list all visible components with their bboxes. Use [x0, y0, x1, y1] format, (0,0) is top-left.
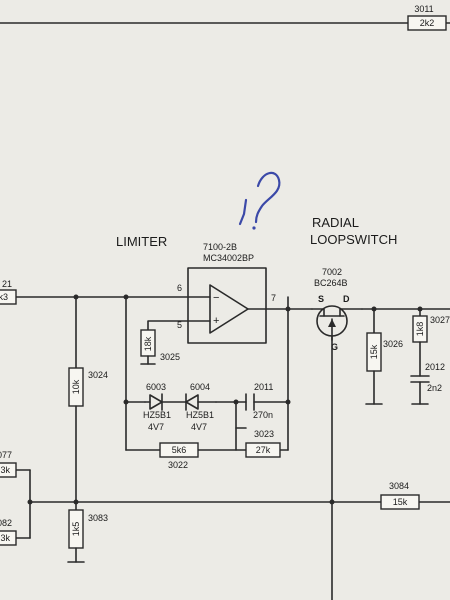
resistor-3011: 2k2 3011 — [407, 4, 447, 31]
pin-7-label: 7 — [271, 293, 276, 303]
diode-6004-type: HZ5B1 — [186, 410, 214, 420]
resistor-3025: 18k 3025 — [140, 320, 211, 365]
resistor-3084-ref: 3084 — [389, 481, 409, 491]
diode-6003-ref: 6003 — [146, 382, 166, 392]
diode-6004-voltage: 4V7 — [191, 422, 207, 432]
resistor-3084-value: 15k — [393, 497, 408, 507]
resistor-3024-label: 3024 — [88, 370, 108, 380]
resistor-3022-ref: 3022 — [168, 460, 188, 470]
resistor-3027: 1k8 3027 — [412, 308, 450, 377]
resistor-left-mid-value: 3k — [0, 465, 10, 475]
resistor-3084: 15k 3084 — [380, 481, 420, 510]
fet-source-label: S — [318, 294, 324, 304]
left-bus — [15, 469, 33, 539]
diode-6004-ref: 6004 — [190, 382, 210, 392]
resistor-left-mid: 3k 077 — [0, 450, 17, 478]
fet-7002: 7002 BC264B S D G — [311, 267, 363, 600]
resistor-left-mid-ref: 077 — [0, 450, 12, 460]
resistor-3026-value: 15k — [369, 344, 379, 359]
resistor-3023: 27k 3023 — [245, 429, 281, 458]
opamp-minus: − — [213, 292, 219, 304]
feedback-wires — [123, 296, 291, 451]
fet-gate-label: G — [331, 342, 338, 352]
fet-drain-label: D — [343, 294, 350, 304]
handwritten-question-mark — [238, 171, 281, 230]
radial-title-line2: LOOPSWITCH — [310, 232, 397, 247]
capacitor-2011: 2011 270n — [245, 382, 273, 420]
resistor-3022-value: 5k6 — [172, 445, 187, 455]
resistor-3083-ref: 3083 — [88, 513, 108, 523]
opamp-output-wire — [247, 306, 313, 312]
capacitor-2012-value: 2n2 — [427, 383, 442, 393]
input-wire — [15, 294, 211, 300]
resistor-3022: 5k6 3022 — [159, 442, 199, 470]
fet-7002-ref: 7002 — [322, 267, 342, 277]
pin-5-label: 5 — [177, 320, 182, 330]
resistor-3027-ref: 3027 — [430, 315, 450, 325]
right-output-rail — [361, 306, 450, 312]
resistor-3023-ref: 3023 — [254, 429, 274, 439]
resistor-left-bottom: 3k 082 — [0, 518, 17, 546]
resistor-3023-value: 27k — [256, 445, 271, 455]
diode-6003: 6003 HZ5B1 4V7 — [143, 382, 187, 432]
resistor-left-top-value: 4k3 — [0, 292, 8, 302]
resistor-3026-ref: 3026 — [383, 339, 403, 349]
resistor-3024: 10k 3024 — [68, 296, 108, 511]
capacitor-2011-ref: 2011 — [254, 382, 273, 392]
capacitor-2011-value: 270n — [253, 410, 273, 420]
resistor-3083-value: 1k5 — [71, 522, 81, 537]
resistor-left-top: 4k3 21 — [0, 279, 17, 305]
pin-6-label: 6 — [177, 283, 182, 293]
resistor-3025-value: 18k — [143, 336, 153, 351]
resistor-3025-label: 3025 — [160, 352, 180, 362]
capacitor-2012-ref: 2012 — [425, 362, 445, 372]
resistor-3011-value: 2k2 — [420, 18, 435, 28]
opamp-part: MC34002BP — [203, 253, 254, 263]
resistor-3027-value: 1k8 — [415, 322, 425, 337]
resistor-3024-value: 10k — [71, 379, 81, 394]
resistor-3011-label: 3011 — [414, 4, 433, 14]
resistor-3026: 15k 3026 — [365, 308, 403, 405]
bottom-rail — [29, 499, 450, 505]
diode-6003-type: HZ5B1 — [143, 410, 171, 420]
opamp-plus: + — [213, 315, 219, 327]
resistor-left-bottom-value: 3k — [0, 533, 10, 543]
opamp-7100-2b: − + 6 5 7 — [177, 267, 276, 344]
diode-6004: 6004 HZ5B1 4V7 — [185, 382, 217, 432]
resistor-left-bottom-ref: 082 — [0, 518, 12, 528]
resistor-left-top-ref: 21 — [2, 279, 12, 289]
resistor-3083: 1k5 3083 — [67, 509, 108, 563]
opamp-ref: 7100-2B — [203, 242, 237, 252]
capacitor-2012: 2012 2n2 — [410, 362, 445, 405]
fet-7002-part: BC264B — [314, 278, 348, 288]
diode-6003-voltage: 4V7 — [148, 422, 164, 432]
radial-title-line1: RADIAL — [312, 215, 359, 230]
limiter-title: LIMITER — [116, 234, 167, 249]
